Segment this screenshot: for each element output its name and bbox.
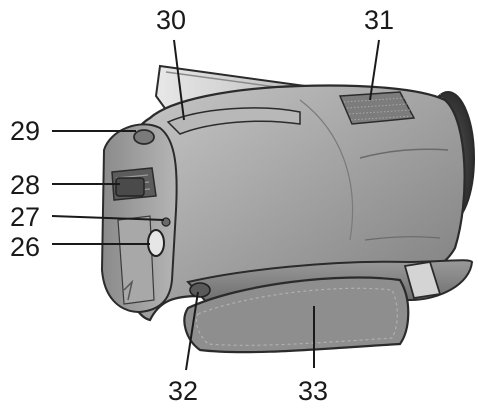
grip-belt (183, 259, 474, 354)
mode-switch (115, 177, 145, 197)
callout-29: 29 (10, 116, 40, 146)
grip-belt-fixture (189, 282, 211, 298)
callout-26: 26 (10, 232, 40, 262)
callout-30: 30 (156, 5, 186, 35)
microphone-grille (338, 91, 416, 125)
callout-31: 31 (364, 5, 394, 35)
leader-lines (51, 39, 380, 371)
zoom-lever-button (133, 129, 155, 145)
leader-line-30 (173, 39, 185, 121)
callout-28: 28 (10, 170, 40, 200)
leader-line-33 (185, 291, 199, 371)
recording-start-stop-button (147, 229, 165, 257)
leader-line-31 (369, 39, 380, 101)
callout-32: 33 (298, 376, 328, 406)
callout-33: 32 (168, 376, 198, 406)
callout-27: 27 (10, 202, 40, 232)
leader-line-27 (51, 215, 165, 221)
